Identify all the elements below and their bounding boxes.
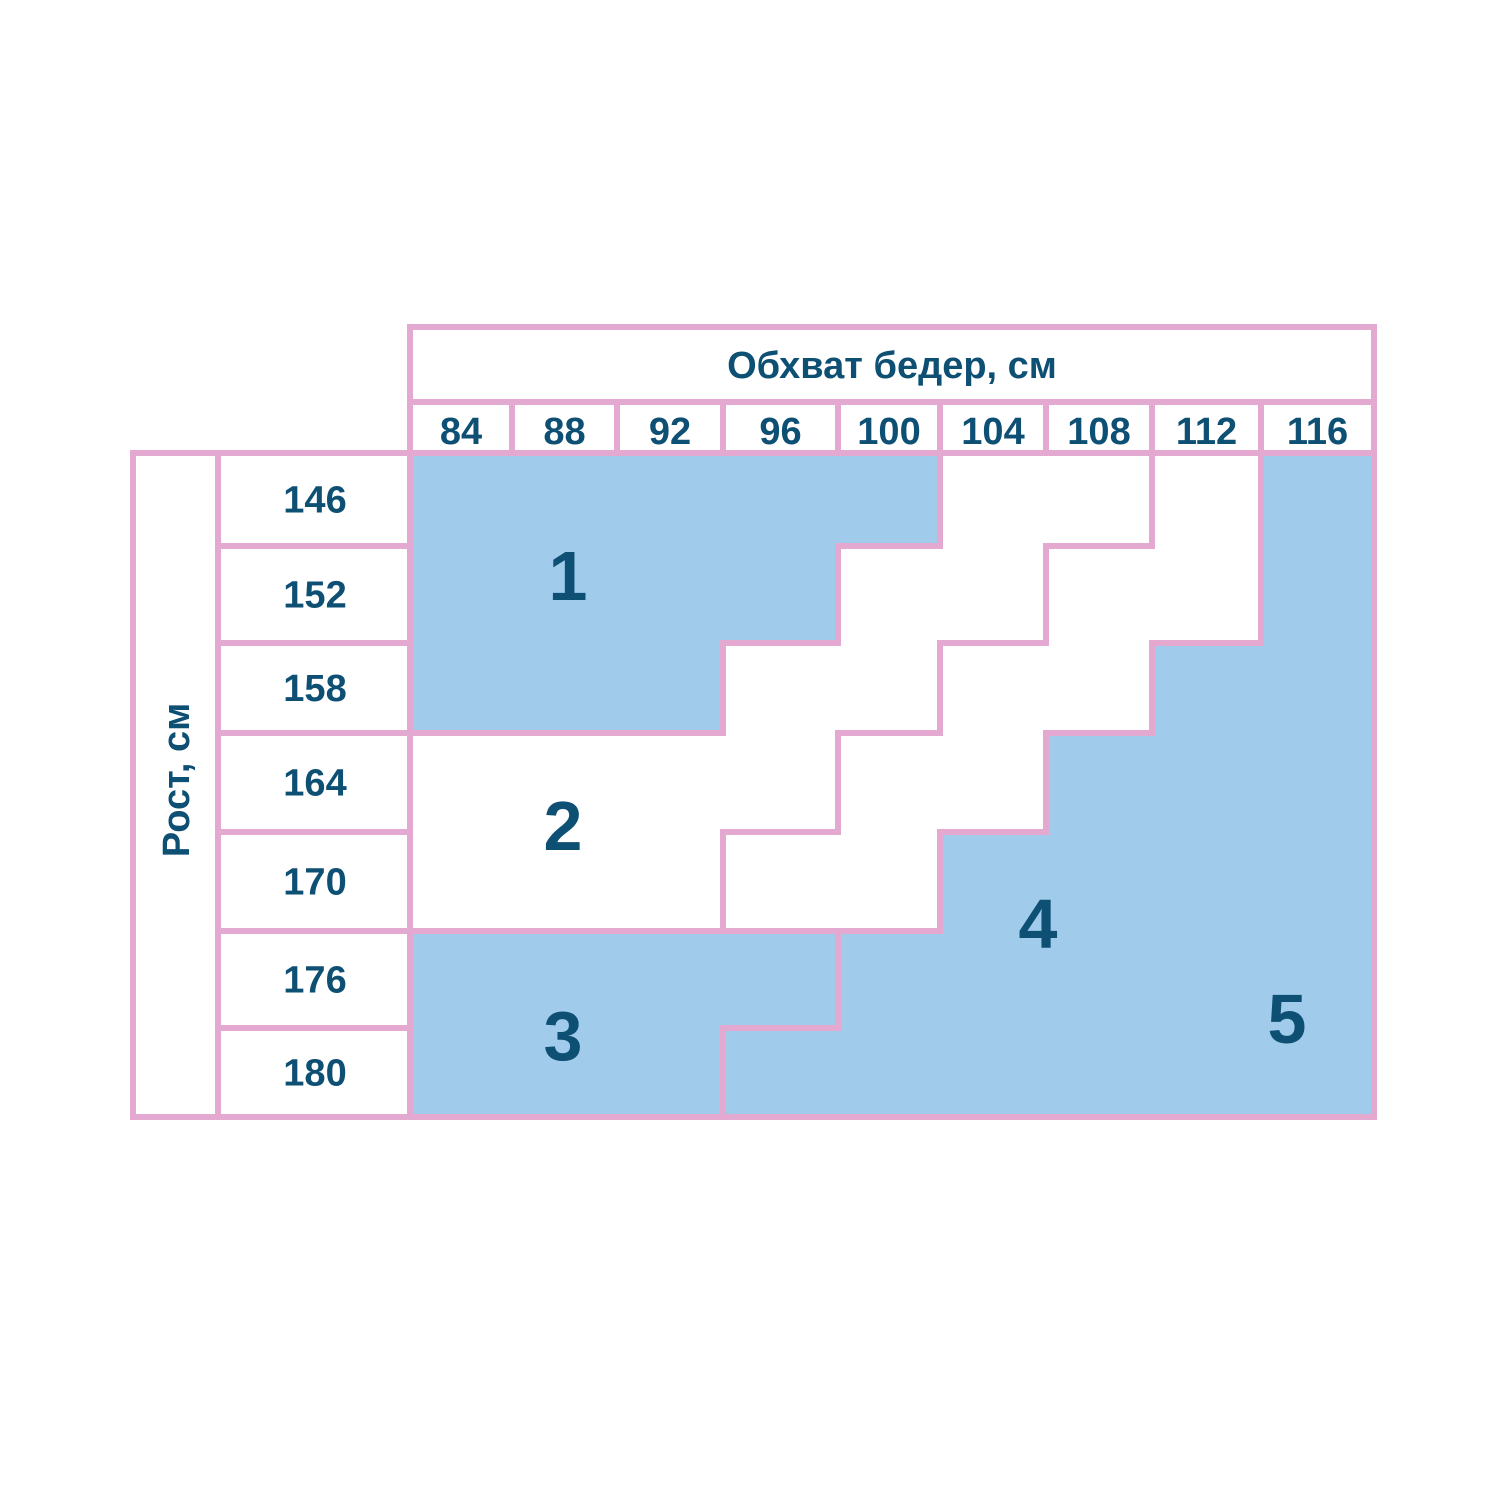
size-cell-zone-5 bbox=[1152, 733, 1261, 832]
size-zone-label: 1 bbox=[549, 537, 588, 615]
size-cell-zone-5 bbox=[940, 931, 1046, 1028]
height-header-cell bbox=[215, 928, 413, 1031]
hip-header-cell bbox=[937, 399, 1049, 456]
hip-header-cell bbox=[1149, 399, 1264, 456]
hip-header-label: 112 bbox=[1176, 411, 1237, 453]
size-cell-zone-1 bbox=[512, 643, 617, 733]
size-cell-zone-1 bbox=[617, 453, 723, 546]
size-grid bbox=[410, 453, 1374, 1117]
header-title: Обхват бедер, см bbox=[727, 345, 1057, 387]
hip-header-label: 84 bbox=[440, 411, 482, 453]
size-cell-zone-5 bbox=[1261, 643, 1374, 733]
size-cell-zone-4 bbox=[940, 733, 1046, 832]
size-cell-zone-5 bbox=[1152, 1028, 1261, 1117]
size-cell-zone-3 bbox=[512, 931, 617, 1028]
height-header-label: 170 bbox=[283, 862, 346, 904]
size-cell-zone-2 bbox=[723, 733, 838, 832]
size-cell-zone-4 bbox=[1046, 643, 1152, 733]
size-cell-zone-3 bbox=[617, 931, 723, 1028]
size-cell-zone-1 bbox=[617, 643, 723, 733]
size-cell-zone-5 bbox=[940, 832, 1046, 931]
side-title: Рост, см bbox=[156, 703, 198, 857]
zone-labels: 1 2 3 4 5 bbox=[544, 537, 1307, 1075]
size-cell-zone-2 bbox=[617, 733, 723, 832]
size-cell-zone-2 bbox=[617, 832, 723, 931]
size-cell-zone-4 bbox=[1046, 546, 1152, 643]
size-cell-zone-3 bbox=[410, 931, 512, 1028]
size-cell-zone-1 bbox=[723, 453, 838, 546]
size-cell-zone-5 bbox=[1261, 733, 1374, 832]
height-header-column: 146 152 158 164 170 176 180 bbox=[215, 450, 413, 1120]
hip-header-label: 92 bbox=[649, 411, 691, 453]
size-cell-zone-2 bbox=[512, 733, 617, 832]
height-header-cell bbox=[215, 829, 413, 934]
size-cell-zone-2 bbox=[410, 733, 512, 832]
size-cell-zone-5 bbox=[838, 931, 940, 1028]
size-cell-zone-5 bbox=[940, 1028, 1046, 1117]
size-cell-zone-5 bbox=[838, 1028, 940, 1117]
size-cell-zone-5 bbox=[1046, 832, 1152, 931]
size-cell-zone-5 bbox=[1046, 733, 1152, 832]
hip-header-label: 96 bbox=[759, 411, 801, 453]
size-cell-zone-2 bbox=[410, 832, 512, 931]
size-cell-zone-5 bbox=[1152, 931, 1261, 1028]
height-header-cell bbox=[215, 450, 413, 549]
height-header-label: 176 bbox=[283, 960, 346, 1002]
hip-header-row: 84 88 92 96 100 104 108 112 116 bbox=[407, 399, 1377, 456]
size-zone-label: 3 bbox=[544, 997, 583, 1075]
size-zone-label: 2 bbox=[544, 787, 583, 865]
height-header-label: 146 bbox=[283, 480, 346, 522]
size-cell-zone-5 bbox=[1261, 931, 1374, 1028]
size-cell-zone-4 bbox=[723, 832, 838, 931]
size-cell-zone-3 bbox=[512, 1028, 617, 1117]
size-cell-zone-4 bbox=[838, 733, 940, 832]
size-cell-zone-4 bbox=[940, 643, 1046, 733]
size-cell-zone-2 bbox=[838, 643, 940, 733]
size-cell-zone-5 bbox=[1261, 832, 1374, 931]
size-cell-zone-1 bbox=[838, 453, 940, 546]
size-cell-zone-1 bbox=[410, 546, 512, 643]
size-cell-zone-4 bbox=[1152, 546, 1261, 643]
height-header-label: 158 bbox=[283, 668, 346, 710]
hip-header-label: 88 bbox=[543, 411, 585, 453]
size-cell-zone-1 bbox=[410, 453, 512, 546]
size-cell-zone-5 bbox=[1261, 453, 1374, 546]
size-cell-zone-1 bbox=[617, 546, 723, 643]
size-cell-zone-4 bbox=[1152, 453, 1261, 546]
size-cell-zone-5 bbox=[1261, 546, 1374, 643]
grid-outline bbox=[407, 450, 1377, 1120]
size-cell-zone-5 bbox=[1046, 931, 1152, 1028]
size-cell-zone-3 bbox=[723, 931, 838, 1028]
size-cell-zone-2 bbox=[940, 453, 1046, 546]
hip-header-label: 104 bbox=[961, 411, 1024, 453]
size-cell-zone-5 bbox=[1046, 1028, 1152, 1117]
size-cell-zone-2 bbox=[512, 832, 617, 931]
size-cell-zone-3 bbox=[410, 1028, 512, 1117]
hip-header-label: 100 bbox=[857, 411, 920, 453]
height-header-label: 180 bbox=[283, 1053, 346, 1095]
hip-header-label: 108 bbox=[1067, 411, 1130, 453]
zone-borders bbox=[407, 450, 1264, 1120]
height-header-label: 164 bbox=[283, 763, 346, 805]
size-zone-label: 4 bbox=[1019, 885, 1058, 963]
side-title-cell bbox=[130, 450, 221, 1120]
size-cell-zone-4 bbox=[838, 832, 940, 931]
size-cell-zone-1 bbox=[723, 546, 838, 643]
size-cell-zone-1 bbox=[512, 546, 617, 643]
size-cell-zone-5 bbox=[1152, 832, 1261, 931]
size-cell-zone-1 bbox=[512, 453, 617, 546]
size-cell-zone-2 bbox=[723, 643, 838, 733]
size-cell-zone-3 bbox=[617, 1028, 723, 1117]
size-cell-zone-2 bbox=[1046, 453, 1152, 546]
height-header-label: 152 bbox=[283, 575, 346, 617]
size-cell-zone-5 bbox=[723, 1028, 838, 1117]
size-cell-zone-5 bbox=[1152, 643, 1261, 733]
size-zone-label: 5 bbox=[1268, 980, 1307, 1058]
size-cell-zone-1 bbox=[410, 643, 512, 733]
size-cell-zone-5 bbox=[1261, 1028, 1374, 1117]
size-cell-zone-2 bbox=[940, 546, 1046, 643]
size-cell-zone-2 bbox=[838, 546, 940, 643]
hip-header-label: 116 bbox=[1287, 411, 1348, 453]
